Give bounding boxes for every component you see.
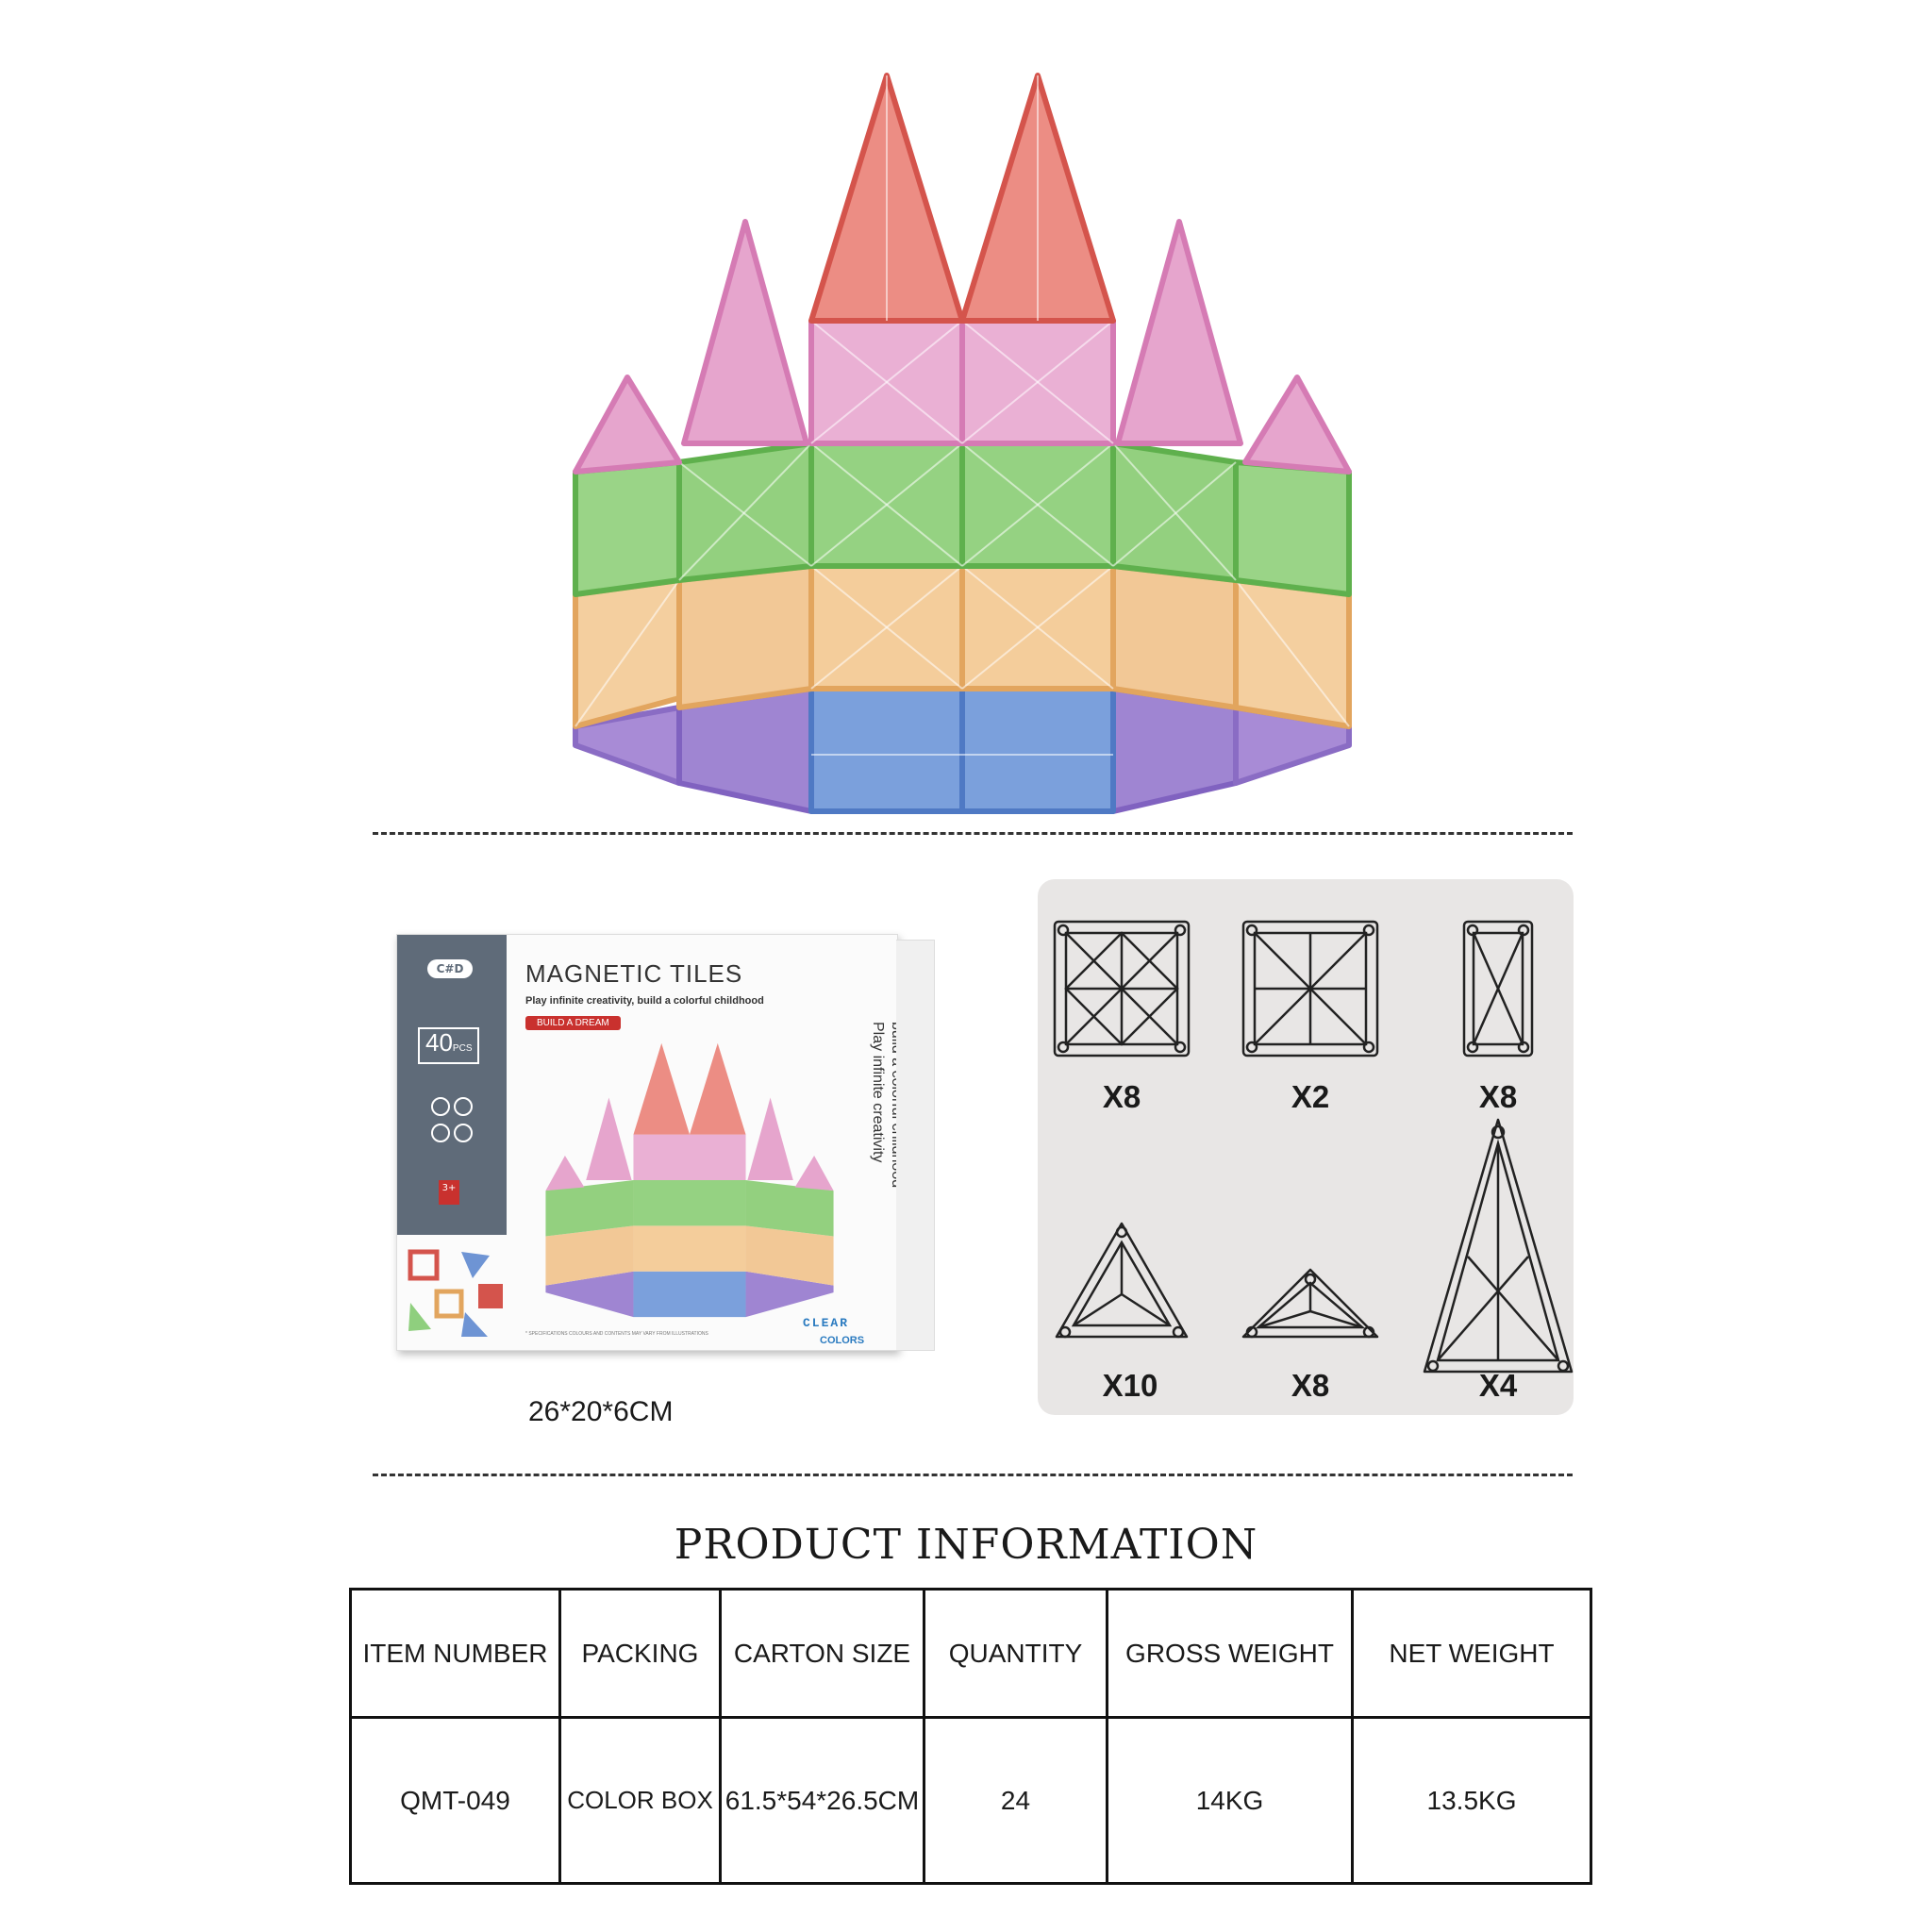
age-badge: 3+ <box>439 1180 459 1205</box>
castle-row-blue <box>808 686 1116 814</box>
square-cross-piece-icon <box>1241 920 1379 1058</box>
divider-bottom <box>373 1474 1573 1476</box>
header-gross-weight: GROSS WEIGHT <box>1106 1588 1354 1719</box>
box-tile-samples <box>408 1249 503 1337</box>
product-information-title: PRODUCT INFORMATION <box>674 1521 1258 1569</box>
table-header-row: ITEM NUMBER PACKING CARTON SIZE QUANTITY… <box>349 1588 1592 1719</box>
pieces-diagrams <box>1053 920 1574 1374</box>
qty-rectangle: X8 <box>1478 1079 1518 1114</box>
square-diagonal-piece-icon <box>1053 920 1191 1058</box>
box-size-label: 26*20*6CM <box>528 1396 674 1427</box>
qty-equilateral-triangle: X10 <box>1102 1368 1158 1403</box>
header-carton-size: CARTON SIZE <box>719 1588 925 1719</box>
right-triangle-piece-icon <box>1241 1268 1379 1339</box>
box-castle-picture <box>545 1042 834 1318</box>
header-item-number: ITEM NUMBER <box>349 1588 561 1719</box>
divider-top <box>373 832 1573 835</box>
cell-carton-size: 61.5*54*26.5CM <box>719 1716 925 1885</box>
castle-row-purple <box>573 686 1352 814</box>
table-row: QMT-049 COLOR BOX 61.5*54*26.5CM 24 14KG… <box>349 1716 1592 1885</box>
rectangle-piece-icon <box>1462 920 1534 1058</box>
feature-icon <box>454 1124 473 1142</box>
colors-label: COLORS <box>820 1335 865 1346</box>
box-side-band: C#D 40PCS 3+ <box>397 935 507 1235</box>
qty-square-cross: X2 <box>1291 1079 1330 1114</box>
box-tag: BUILD A DREAM <box>525 1016 621 1030</box>
box-title: MAGNETIC TILES <box>525 959 743 988</box>
castle-row-orange <box>573 563 1352 729</box>
box-front: C#D 40PCS 3+ MAGNETIC TILES Play infinit… <box>396 934 898 1351</box>
box-side <box>896 940 935 1351</box>
header-net-weight: NET WEIGHT <box>1351 1588 1592 1719</box>
castle-spires-red <box>808 73 1116 324</box>
box-disclaimer: * SPECIFICATIONS COLOURS AND CONTENTS MA… <box>525 1331 708 1337</box>
castle-illustration: .t { stroke-width: 6; stroke-linejoin: r… <box>573 73 1352 814</box>
pieces-unit: PCS <box>452 1043 473 1054</box>
feature-icon <box>431 1097 450 1116</box>
castle-spires-pink <box>573 219 1352 475</box>
brand-logo: C#D <box>427 959 473 978</box>
equilateral-triangle-piece-icon <box>1055 1222 1189 1339</box>
qty-square-diagonal: X8 <box>1102 1079 1141 1114</box>
box-subtitle: Play infinite creativity, build a colorf… <box>525 995 764 1007</box>
feature-icon <box>454 1097 473 1116</box>
feature-icon <box>431 1124 450 1142</box>
cell-gross-weight: 14KG <box>1106 1716 1354 1885</box>
clear-label: CLEAR <box>803 1316 850 1330</box>
product-box-image: C#D 40PCS 3+ MAGNETIC TILES Play infinit… <box>396 934 935 1377</box>
tall-triangle-piece-icon <box>1423 1118 1574 1374</box>
pieces-count-badge: 40PCS <box>418 1027 480 1064</box>
feature-icons <box>429 1095 475 1148</box>
pieces-count: 40 <box>425 1028 453 1057</box>
pieces-panel: X8 X2 X8 X10 X8 X4 <box>1038 879 1574 1415</box>
product-information-table: ITEM NUMBER PACKING CARTON SIZE QUANTITY… <box>349 1588 1592 1885</box>
qty-right-triangle: X8 <box>1291 1368 1330 1403</box>
header-packing: PACKING <box>558 1588 722 1719</box>
cell-net-weight: 13.5KG <box>1351 1716 1592 1885</box>
cell-item-number: QMT-049 <box>349 1716 561 1885</box>
qty-tall-triangle: X4 <box>1478 1368 1518 1403</box>
castle-row-pink <box>808 318 1116 446</box>
cell-packing: COLOR BOX <box>558 1716 722 1885</box>
castle-row-green <box>573 441 1352 597</box>
cell-quantity: 24 <box>923 1716 1108 1885</box>
header-quantity: QUANTITY <box>923 1588 1108 1719</box>
box-side-text-2: build a colorful childhood <box>889 1022 898 1189</box>
box-side-text-1: Play infinite creativity <box>870 1022 886 1163</box>
